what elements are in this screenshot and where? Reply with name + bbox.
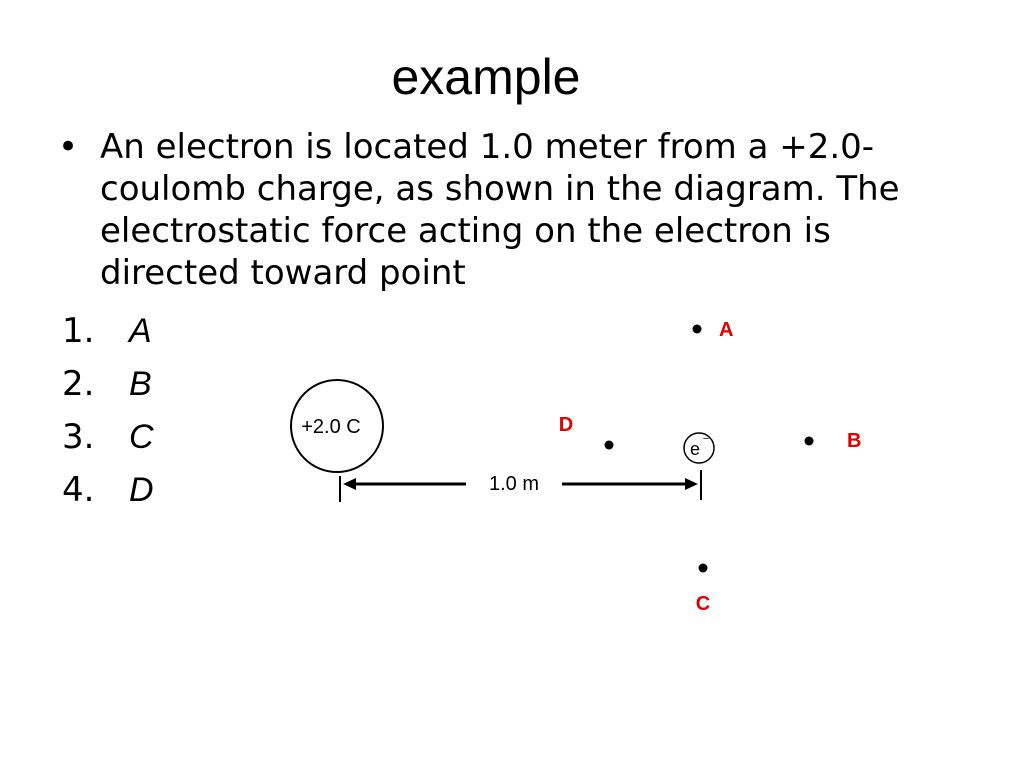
arrowhead-right	[685, 478, 698, 490]
charge-label: +2.0 C	[301, 416, 360, 438]
arrowhead-left	[343, 478, 356, 490]
point-a-dot	[692, 324, 702, 334]
electron-sign: −	[703, 433, 709, 445]
option-letter: C	[129, 418, 154, 456]
electron-label: e	[690, 439, 700, 459]
point-a-label: A	[719, 319, 733, 341]
point-c-label: C	[696, 593, 710, 615]
option-letter: A	[129, 312, 152, 350]
option-number: 3.	[62, 417, 95, 457]
electron-circle	[683, 432, 715, 464]
option-letter: B	[129, 365, 152, 403]
option-letter: D	[129, 471, 154, 509]
point-d-label: D	[559, 414, 573, 436]
question-bullet: • An electron is located 1.0 meter from …	[58, 126, 978, 294]
option-4[interactable]: 4. D	[62, 464, 154, 517]
point-c-dot	[698, 563, 708, 573]
point-b-dot	[804, 436, 814, 446]
option-2[interactable]: 2. B	[62, 358, 154, 411]
option-number: 1.	[62, 311, 95, 351]
option-1[interactable]: 1. A	[62, 305, 154, 358]
point-b-label: B	[847, 430, 861, 452]
point-d-dot	[604, 440, 614, 450]
option-number: 2.	[62, 364, 95, 404]
question-text: An electron is located 1.0 meter from a …	[100, 127, 900, 293]
slide-title: example	[391, 49, 581, 105]
positive-charge-circle	[290, 379, 384, 473]
option-number: 4.	[62, 470, 95, 510]
option-3[interactable]: 3. C	[62, 411, 154, 464]
answer-options: 1. A 2. B 3. C 4. D	[62, 305, 154, 517]
bullet-dot: •	[58, 127, 79, 167]
distance-label: 1.0 m	[489, 473, 539, 495]
